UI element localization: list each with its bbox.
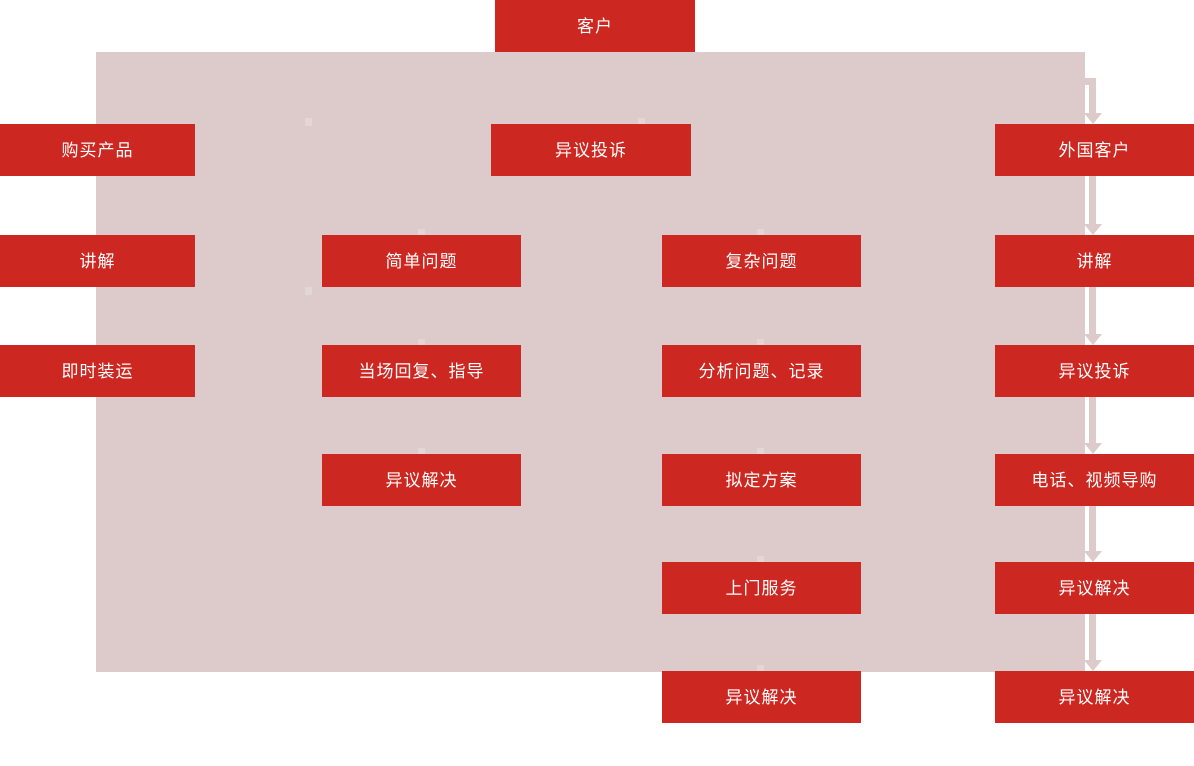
connector-stub <box>757 448 764 456</box>
connector-stub <box>305 287 312 295</box>
flow-node-complex_issue[interactable]: 复杂问题 <box>662 235 861 287</box>
connector-stub <box>418 339 425 347</box>
connector-stub <box>757 556 764 564</box>
connector-stub <box>757 339 764 347</box>
arrow-head-icon <box>1083 224 1102 235</box>
flow-node-explain_right[interactable]: 讲解 <box>995 235 1194 287</box>
connector-stub <box>638 118 645 126</box>
flow-node-resolve_c4_mid[interactable]: 异议解决 <box>995 562 1194 614</box>
arrow-head-icon <box>1083 334 1102 345</box>
connector-stub <box>418 448 425 456</box>
arrow-head-icon <box>1083 660 1102 671</box>
flow-node-explain_left[interactable]: 讲解 <box>0 235 195 287</box>
connector-stub <box>757 665 764 673</box>
flow-node-onsite_service[interactable]: 上门服务 <box>662 562 861 614</box>
flow-node-resolve_c3[interactable]: 异议解决 <box>662 671 861 723</box>
flow-node-buy_product[interactable]: 购买产品 <box>0 124 195 176</box>
flow-node-simple_issue[interactable]: 简单问题 <box>322 235 521 287</box>
flow-node-draft_plan[interactable]: 拟定方案 <box>662 454 861 506</box>
flow-node-resolve_c4[interactable]: 异议解决 <box>995 671 1194 723</box>
connector-line <box>1089 287 1096 335</box>
flow-node-resolve_c2[interactable]: 异议解决 <box>322 454 521 506</box>
connector-stub <box>305 118 312 126</box>
connector-line <box>1089 614 1096 661</box>
connector-line <box>1089 397 1096 444</box>
connector-stub <box>418 229 425 237</box>
flow-node-instant_ship[interactable]: 即时装运 <box>0 345 195 397</box>
flow-node-foreign_client[interactable]: 外国客户 <box>995 124 1194 176</box>
flow-node-customer[interactable]: 客户 <box>495 0 695 52</box>
connector-line <box>1089 506 1096 552</box>
connector-line <box>1089 176 1096 225</box>
arrow-head-icon <box>1083 113 1102 124</box>
connector-stub <box>757 229 764 237</box>
flow-node-complaint_top[interactable]: 异议投诉 <box>491 124 691 176</box>
flow-node-analyze_record[interactable]: 分析问题、记录 <box>662 345 861 397</box>
arrow-head-icon <box>1083 443 1102 454</box>
flow-node-phone_video[interactable]: 电话、视频导购 <box>995 454 1194 506</box>
flow-node-complaint_right[interactable]: 异议投诉 <box>995 345 1194 397</box>
arrow-head-icon <box>1083 551 1102 562</box>
connector-line <box>1089 78 1096 114</box>
connector-line <box>1085 78 1093 85</box>
flow-node-onsite_reply[interactable]: 当场回复、指导 <box>322 345 521 397</box>
